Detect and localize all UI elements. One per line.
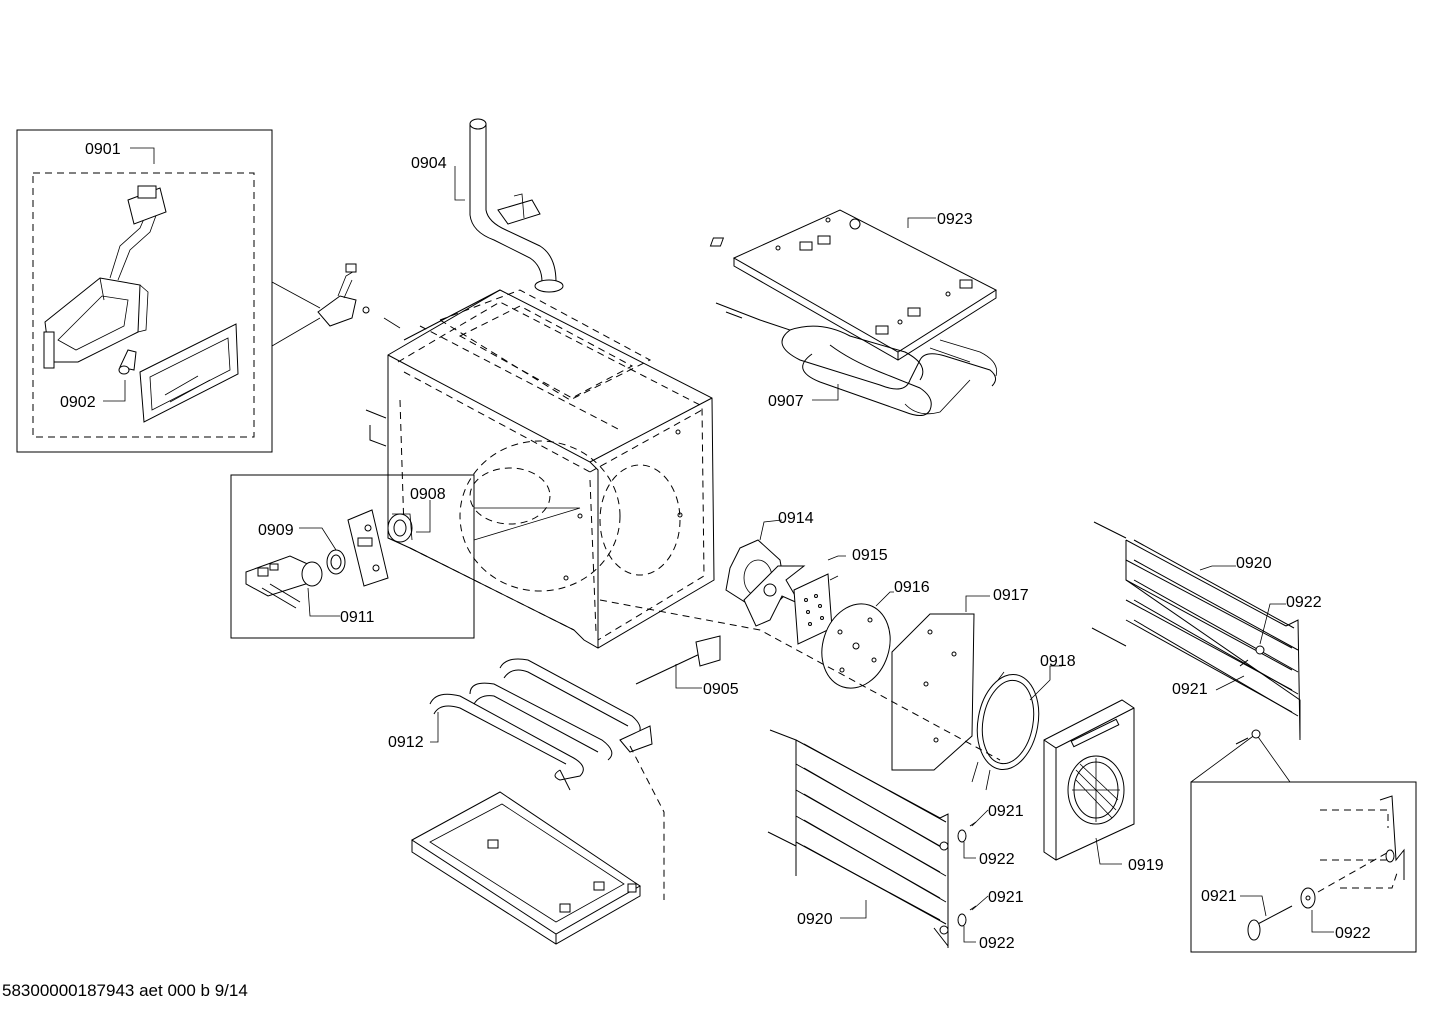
thermostat-detail-box: 0908 0909 0911: [230, 474, 581, 639]
part-label: 0921: [988, 889, 1024, 906]
temperature-sensor: 0905: [635, 635, 739, 698]
part-label: 0921: [1201, 888, 1237, 905]
part-label: 0905: [703, 681, 739, 698]
bottom-tray: [411, 791, 641, 945]
part-label: 0918: [1040, 653, 1076, 670]
part-label: 0921: [988, 803, 1024, 820]
part-label: 0914: [778, 510, 814, 527]
part-label: 0920: [1236, 555, 1272, 572]
part-label: 0907: [768, 393, 804, 410]
shelf-runner-right: 0920 0922 0921: [1091, 521, 1322, 741]
part-label: 0901: [85, 141, 121, 158]
top-heating-element: 0907: [715, 302, 998, 416]
part-label: 0909: [258, 522, 294, 539]
motor-mount-plate: 0915: [793, 547, 888, 645]
lamp-detail-box: 0901 0902: [16, 129, 273, 453]
part-label: 0916: [894, 579, 930, 596]
ring-heating-element: 0918: [971, 653, 1076, 791]
fan-motor: 0914: [725, 510, 814, 627]
fan-housing: 0919: [1043, 699, 1164, 874]
oven-cavity: [365, 289, 715, 649]
rear-panel: 0917: [891, 587, 1029, 771]
fan-cover-disc: 0916: [821, 579, 930, 689]
part-label: 0917: [993, 587, 1029, 604]
top-cover-plate: 0923: [709, 209, 998, 361]
part-label: 0919: [1128, 857, 1164, 874]
part-label: 0902: [60, 394, 96, 411]
part-label: 0908: [410, 486, 446, 503]
shelf-runner-left: 0921 0922 0921 0922 0920: [767, 729, 1024, 952]
exhaust-pipe: 0904: [411, 118, 564, 293]
part-label: 0920: [797, 911, 833, 928]
document-code: 58300000187943 aet 000 b 9/14: [2, 981, 248, 1000]
part-label: 0922: [1335, 925, 1371, 942]
part-label: 0921: [1172, 681, 1208, 698]
part-label: 0915: [852, 547, 888, 564]
part-label: 0912: [388, 734, 424, 751]
part-label: 0922: [979, 935, 1015, 952]
fastener-detail-box: 0921 0922: [1190, 729, 1417, 953]
part-label: 0911: [340, 609, 375, 626]
part-label: 0923: [937, 211, 973, 228]
part-label: 0904: [411, 155, 447, 172]
part-label: 0922: [1286, 594, 1322, 611]
lamp-small: [317, 263, 370, 327]
part-label: 0922: [979, 851, 1015, 868]
bottom-heating-element: 0912: [388, 658, 653, 791]
